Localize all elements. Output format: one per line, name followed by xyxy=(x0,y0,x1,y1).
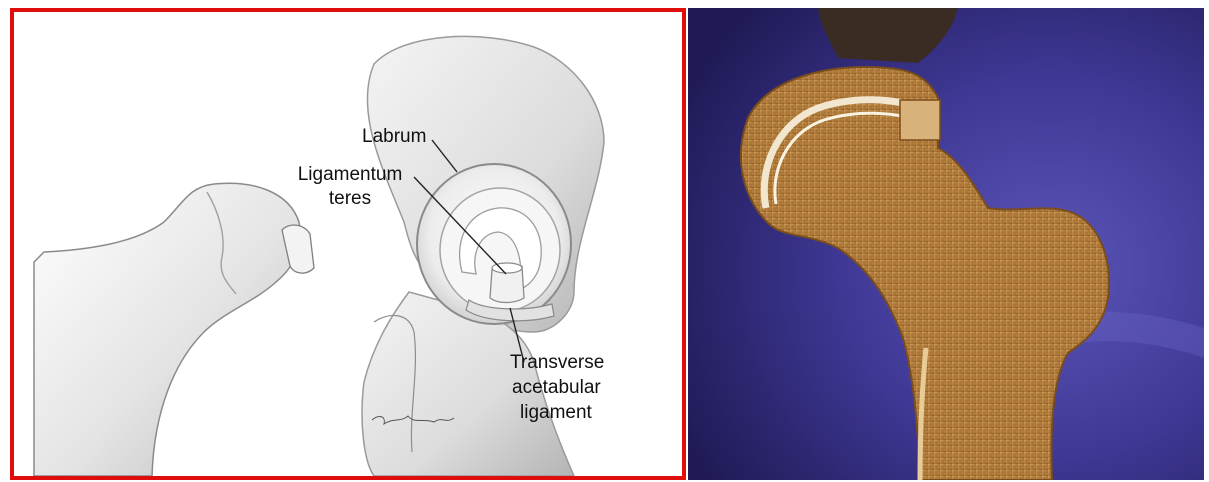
femur-shape xyxy=(34,183,300,476)
label-transverse-line1: Transverse xyxy=(510,352,604,374)
label-ligamentum-line2: teres xyxy=(280,188,420,210)
label-ligamentum-line1: Ligamentum xyxy=(280,164,420,186)
acetabulum-block xyxy=(900,100,940,140)
anatomy-illustration-panel: Labrum Ligamentum teres Transverse aceta… xyxy=(10,8,686,480)
label-transverse-line3: ligament xyxy=(520,402,592,424)
label-labrum: Labrum xyxy=(362,126,426,148)
femur-cross-section-photo xyxy=(688,8,1204,480)
label-transverse-line2: acetabular xyxy=(512,377,601,399)
femur-photo-svg xyxy=(688,8,1204,480)
